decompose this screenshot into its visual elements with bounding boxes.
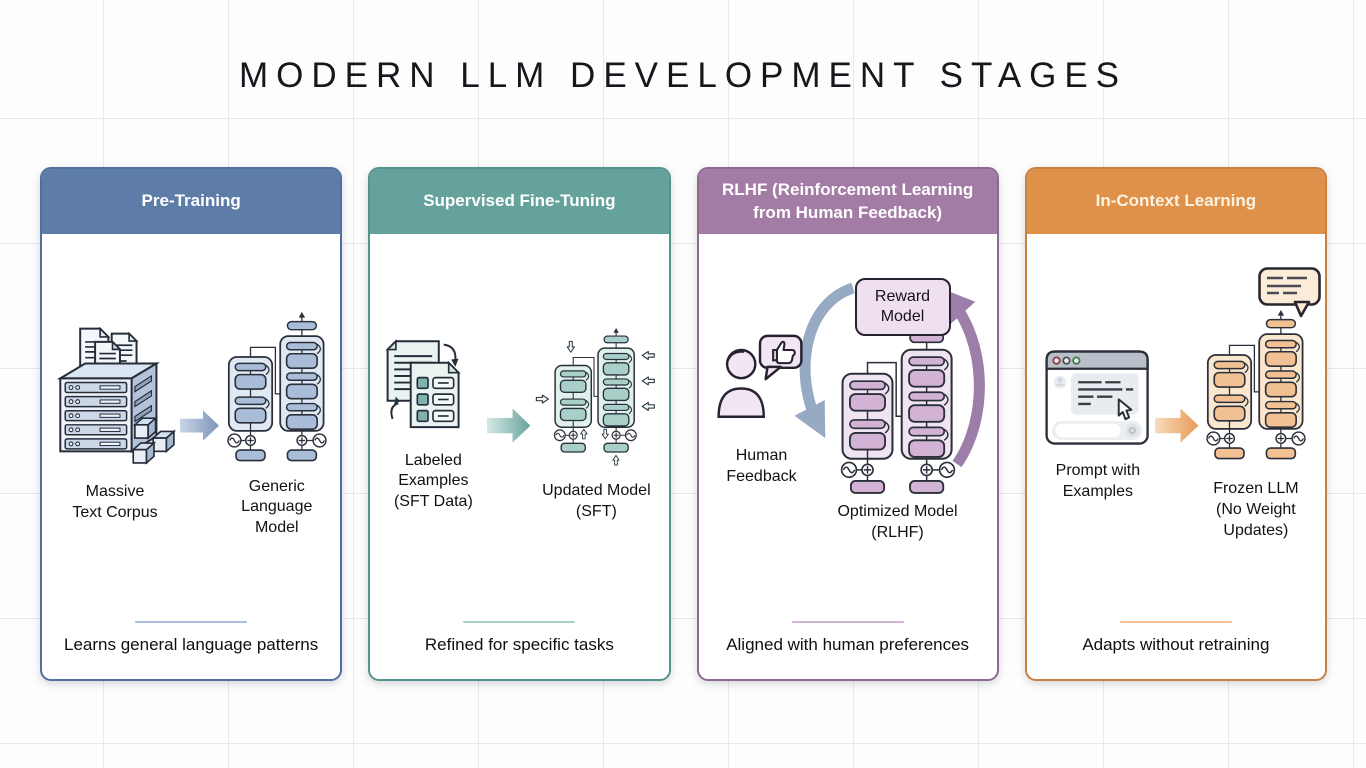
card-header: RLHF (Reinforcement Learning from Human … (698, 169, 997, 234)
human-feedback-label: Human Feedback (726, 447, 797, 485)
card-caption: Refined for specific tasks (424, 635, 614, 654)
divider (1119, 621, 1232, 623)
card-in-context-learning: In-Context Learning (1024, 167, 1327, 681)
illustration: Massive Text Corpus (52, 234, 330, 617)
divider (463, 621, 576, 623)
divider (791, 621, 904, 623)
person-icon (716, 334, 803, 418)
labeled-documents-icon (385, 339, 461, 429)
data-cubes-icon (131, 416, 177, 466)
illustration: Prompt with Examples (1037, 234, 1321, 617)
page-title: MODERN LLM DEVELOPMENT STAGES (238, 56, 1128, 95)
flow-arrow-icon (180, 410, 219, 441)
server-corpus-icon (56, 327, 177, 466)
card-supervised-fine-tuning: Supervised Fine-Tuning (368, 167, 671, 681)
mouse-cursor-icon (1117, 398, 1133, 421)
prompt-item: Prompt with Examples (1043, 348, 1153, 503)
transformer-model-icon (536, 328, 656, 466)
transformer-model-icon (1206, 309, 1306, 459)
prompt-label: Prompt with Examples (1055, 462, 1141, 500)
stage-cards-row: Pre-Training (40, 167, 1327, 681)
updated-model-item: Updated Model (SFT) (535, 328, 657, 522)
thumbs-up-bubble-icon (758, 334, 803, 381)
sft-data-label: Labeled Examples (SFT Data) (393, 451, 473, 511)
card-body: Prompt with Examples (1027, 234, 1325, 679)
weight-update-arrows-icon (536, 341, 656, 466)
corpus-item: Massive Text Corpus (52, 327, 178, 523)
transformer-model-icon (227, 312, 327, 462)
frozen-llm-label: Frozen LLM (No Weight Updates) (1213, 480, 1299, 539)
card-body: Labeled Examples (SFT Data) (370, 234, 668, 679)
frozen-llm-item: Frozen LLM (No Weight Updates) (1203, 266, 1321, 542)
divider (135, 621, 248, 623)
model-item: Generic Language Model (223, 312, 330, 539)
card-rlhf: RLHF (Reinforcement Learning from Human … (696, 167, 999, 681)
card-body: Massive Text Corpus (42, 234, 340, 679)
corpus-label: Massive Text Corpus (72, 482, 158, 521)
updated-model-label: Updated Model (SFT) (542, 482, 651, 520)
flow-arrow-icon (1154, 408, 1199, 443)
card-caption: Learns general language patterns (64, 635, 319, 654)
card-caption: Adapts without retraining (1082, 635, 1270, 654)
card-header: In-Context Learning (1026, 169, 1325, 234)
card-caption: Aligned with human preferences (726, 635, 970, 654)
card-header: Pre-Training (42, 169, 341, 234)
illustration: Labeled Examples (SFT Data) (380, 234, 658, 617)
optimized-model-label: Optimized Model (RLHF) (837, 503, 958, 541)
card-header: Supervised Fine-Tuning (370, 169, 669, 234)
model-label: Generic Language Model (241, 477, 313, 537)
illustration: Reward Model Human Feedback (709, 234, 987, 617)
sft-data-item: Labeled Examples (SFT Data) (381, 338, 485, 513)
card-pre-training: Pre-Training (40, 167, 343, 681)
transformer-model-icon (840, 322, 955, 494)
chat-browser-icon (1045, 350, 1149, 445)
speech-bubble-icon (1258, 266, 1321, 317)
reward-model-box: Reward Model (854, 278, 951, 336)
flow-arrow-icon (487, 408, 531, 443)
cycle-arrows-icon (793, 282, 985, 468)
card-body: Reward Model Human Feedback (699, 234, 997, 679)
